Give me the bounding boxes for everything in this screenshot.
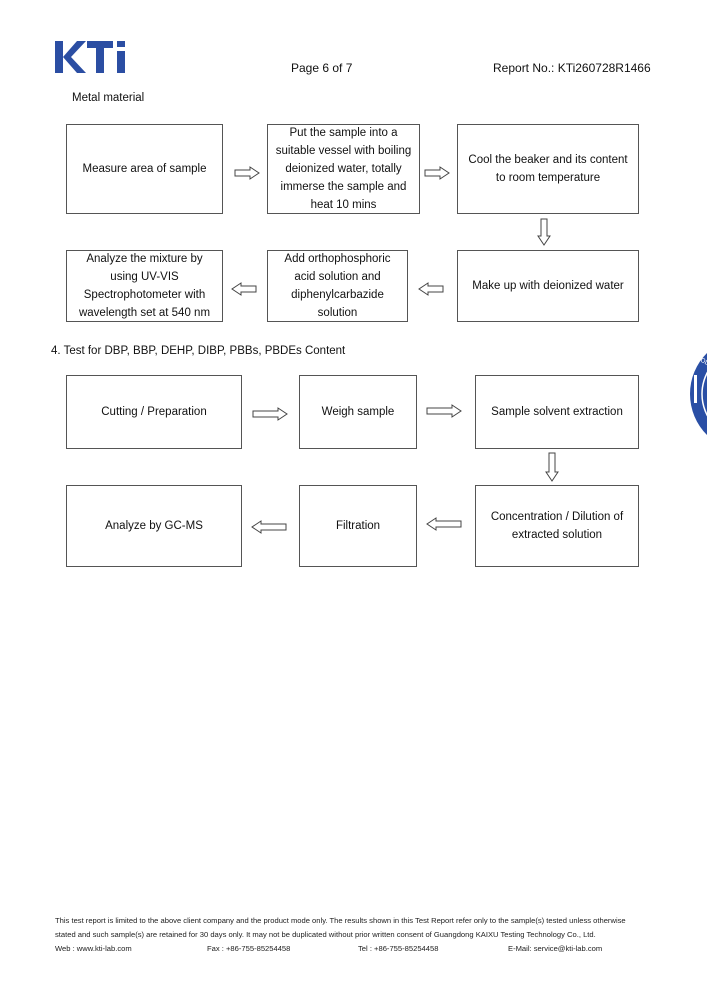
footer-email: E-Mail: service@kti-lab.com [508, 944, 603, 953]
s4-step-cutting: Cutting / Preparation [66, 375, 242, 449]
arrow-left-icon [418, 282, 444, 296]
s4-step-weigh: Weigh sample [299, 375, 417, 449]
footer-tel: Tel : +86-755-85254458 [358, 944, 439, 953]
metal-step-make-up: Make up with deionized water [457, 250, 639, 322]
metal-step-cool-beaker: Cool the beaker and its content to room … [457, 124, 639, 214]
metal-step-analyze-uvvis: Analyze the mixture by using UV-VIS Spec… [66, 250, 223, 322]
metal-section-title: Metal material [72, 92, 145, 104]
arrow-right-icon [426, 404, 462, 418]
metal-step-measure-area: Measure area of sample [66, 124, 223, 214]
report-number: Report No.: KTi260728R1466 [493, 61, 651, 75]
kti-logo [55, 41, 125, 73]
s4-step-filtration: Filtration [299, 485, 417, 567]
footer-fax: Fax : +86-755-85254458 [207, 944, 291, 953]
metal-step-boiling-water: Put the sample into a suitable vessel wi… [267, 124, 420, 214]
arrow-right-icon [252, 407, 288, 421]
page-number: Page 6 of 7 [291, 61, 353, 75]
arrow-down-icon [545, 452, 559, 482]
metal-step-add-acid: Add orthophosphoric acid solution and di… [267, 250, 408, 322]
s4-step-gcms: Analyze by GC-MS [66, 485, 242, 567]
arrow-down-icon [537, 218, 551, 246]
footer-website: Web : www.kti-lab.com [55, 944, 132, 953]
arrow-left-icon [231, 282, 257, 296]
footer-disclaimer-line2: stated and such sample(s) are retained f… [55, 930, 596, 939]
arrow-right-icon [424, 166, 450, 180]
arrow-left-icon [251, 520, 287, 534]
s4-step-concentration: Concentration / Dilution of extracted so… [475, 485, 639, 567]
s4-step-extraction: Sample solvent extraction [475, 375, 639, 449]
arrow-left-icon [426, 517, 462, 531]
company-seal: HNOLO [686, 335, 707, 453]
footer-disclaimer-line1: This test report is limited to the above… [55, 916, 626, 925]
section4-title: 4. Test for DBP, BBP, DEHP, DIBP, PBBs, … [51, 345, 346, 357]
arrow-right-icon [234, 166, 260, 180]
